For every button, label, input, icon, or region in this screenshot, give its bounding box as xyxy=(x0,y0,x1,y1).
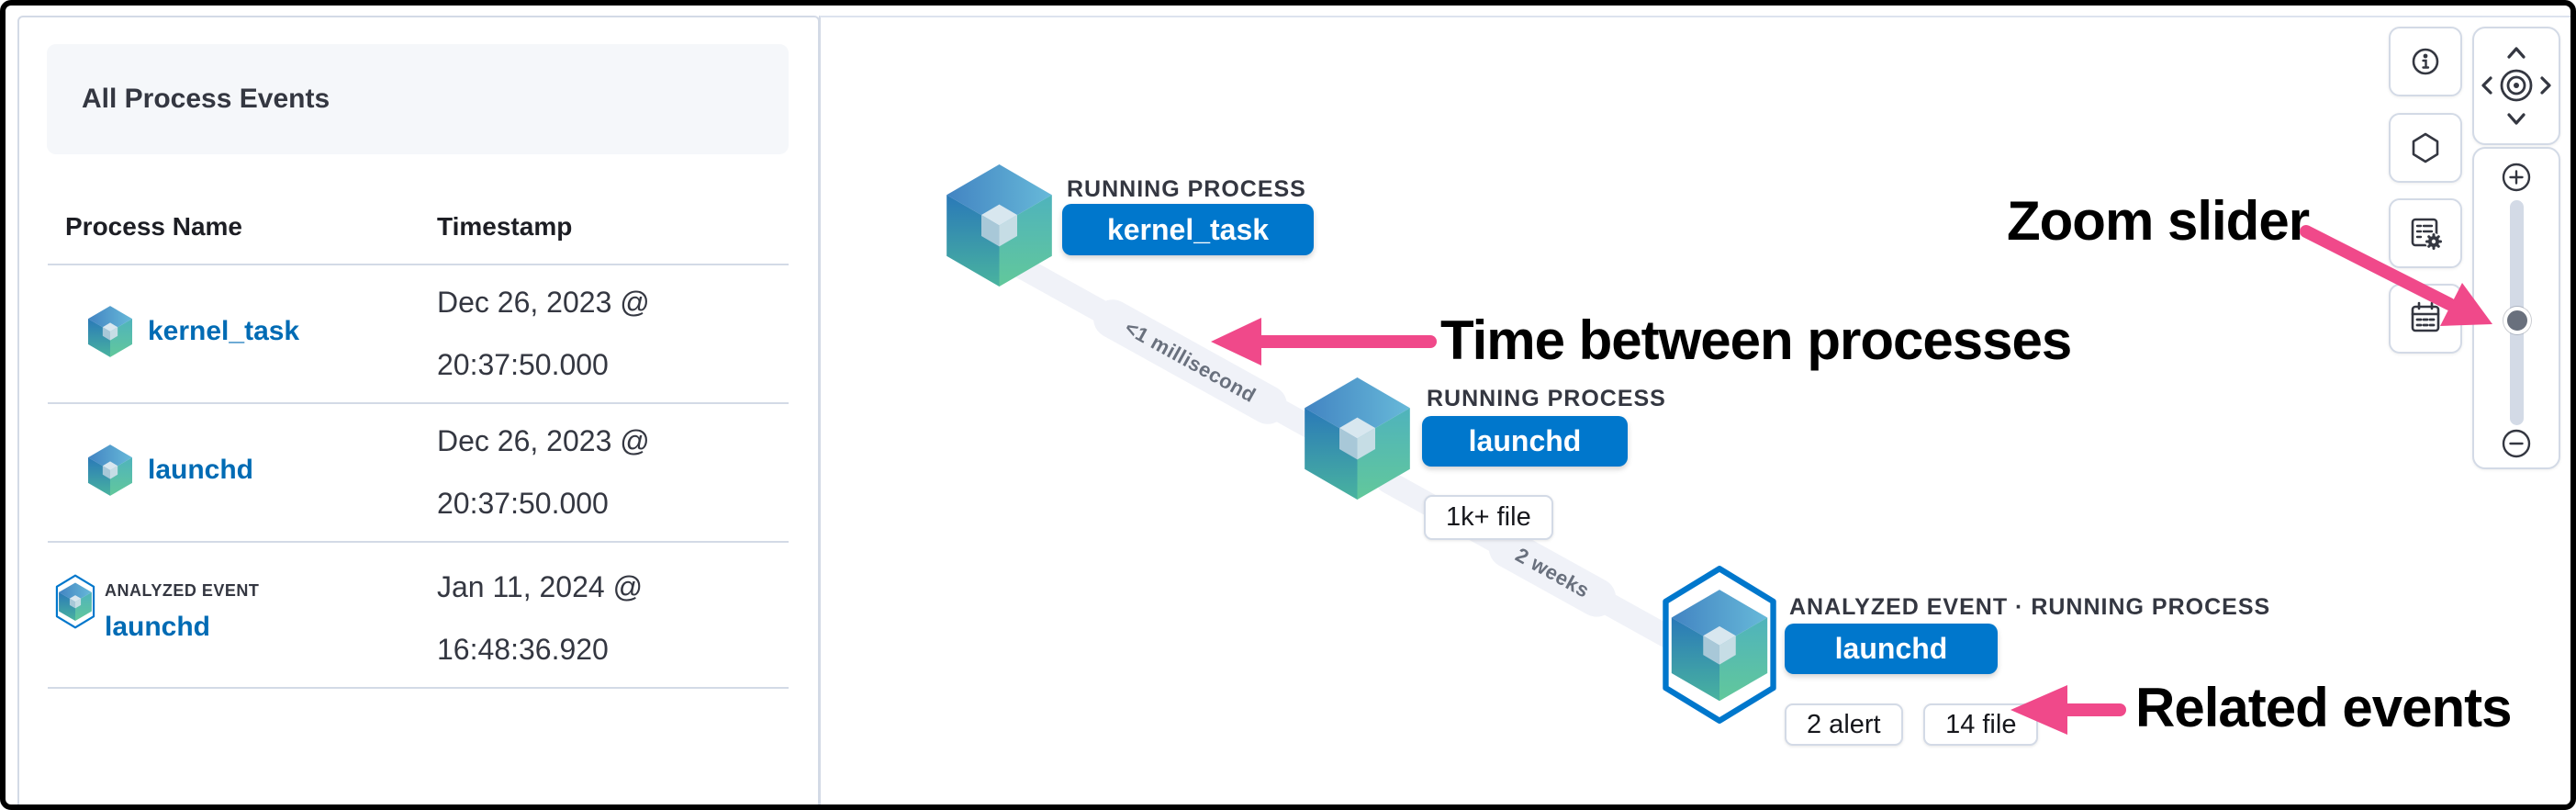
analyzed-event-label: ANALYZED EVENT xyxy=(105,581,260,600)
process-name-link[interactable]: launchd xyxy=(148,455,254,485)
edge-duration-label: <1 millisecond xyxy=(1086,292,1294,432)
timestamp-line1: Jan 11, 2024 @ xyxy=(437,570,644,603)
annotation-related-events: Related events xyxy=(2135,677,2513,738)
zoom-in-button[interactable] xyxy=(2502,163,2531,192)
node-type-label: RUNNING PROCESS xyxy=(1067,176,1306,202)
panel-header: All Process Events xyxy=(47,44,789,154)
table-divider xyxy=(48,402,789,404)
process-name-link[interactable]: launchd xyxy=(105,612,211,642)
analyzed-event-node-icon[interactable] xyxy=(1655,561,1784,728)
process-node-button[interactable]: kernel_task xyxy=(1062,204,1314,255)
column-header-timestamp: Timestamp xyxy=(437,212,573,241)
panel-title: All Process Events xyxy=(82,84,330,114)
annotation-time-between: Time between processes xyxy=(1440,309,2072,371)
chevron-up-icon[interactable] xyxy=(2507,47,2526,59)
node-settings-icon xyxy=(2411,218,2442,250)
zoom-out-button[interactable] xyxy=(2502,429,2531,458)
table-divider xyxy=(48,541,789,543)
annotation-zoom-slider: Zoom slider xyxy=(2007,190,2310,252)
chevron-left-icon[interactable] xyxy=(2481,76,2492,95)
node-settings-button[interactable] xyxy=(2389,198,2462,268)
process-cube-icon xyxy=(88,306,132,357)
process-node-button[interactable]: launchd xyxy=(1422,416,1628,467)
hexagon-legend-icon xyxy=(2412,132,2439,163)
related-events-badge[interactable]: 1k+ file xyxy=(1424,495,1553,540)
info-icon xyxy=(2412,48,2439,75)
table-divider xyxy=(48,687,789,689)
timestamp-line2: 20:37:50.000 xyxy=(437,348,609,381)
timestamp-line2: 16:48:36.920 xyxy=(437,633,609,666)
timestamp-line1: Dec 26, 2023 @ xyxy=(437,424,650,457)
top-border-line xyxy=(820,16,2570,17)
info-button[interactable] xyxy=(2389,27,2462,96)
process-node-button[interactable]: launchd xyxy=(1785,624,1998,674)
date-picker-button[interactable] xyxy=(2389,284,2462,354)
process-cube-icon xyxy=(88,444,132,496)
related-events-badges: 1k+ file xyxy=(1424,495,1570,540)
zoom-slider-thumb[interactable] xyxy=(2503,307,2531,334)
panel-separator xyxy=(819,16,821,804)
node-type-label: ANALYZED EVENT · RUNNING PROCESS xyxy=(1789,594,2271,620)
process-name-link[interactable]: kernel_task xyxy=(148,316,300,346)
related-events-badges: 2 alert 14 file xyxy=(1785,703,2055,746)
table-divider xyxy=(48,264,789,265)
chevron-right-icon[interactable] xyxy=(2540,76,2551,95)
process-node-cube-icon[interactable] xyxy=(1305,377,1410,500)
node-legend-button[interactable] xyxy=(2389,113,2462,183)
timestamp-line2: 20:37:50.000 xyxy=(437,487,609,520)
related-events-badge[interactable]: 2 alert xyxy=(1785,703,1903,746)
related-events-badge[interactable]: 14 file xyxy=(1923,703,2039,746)
timestamp-line1: Dec 26, 2023 @ xyxy=(437,286,650,319)
pan-control xyxy=(2472,27,2560,145)
chevron-down-icon[interactable] xyxy=(2507,113,2526,125)
process-node-cube-icon[interactable] xyxy=(946,164,1052,287)
analyzed-event-hexagon-cube-icon xyxy=(53,573,97,630)
column-header-process-name: Process Name xyxy=(65,212,243,241)
node-type-label: RUNNING PROCESS xyxy=(1427,386,1666,411)
center-target-icon[interactable] xyxy=(2500,69,2533,102)
calendar-icon xyxy=(2411,301,2440,332)
